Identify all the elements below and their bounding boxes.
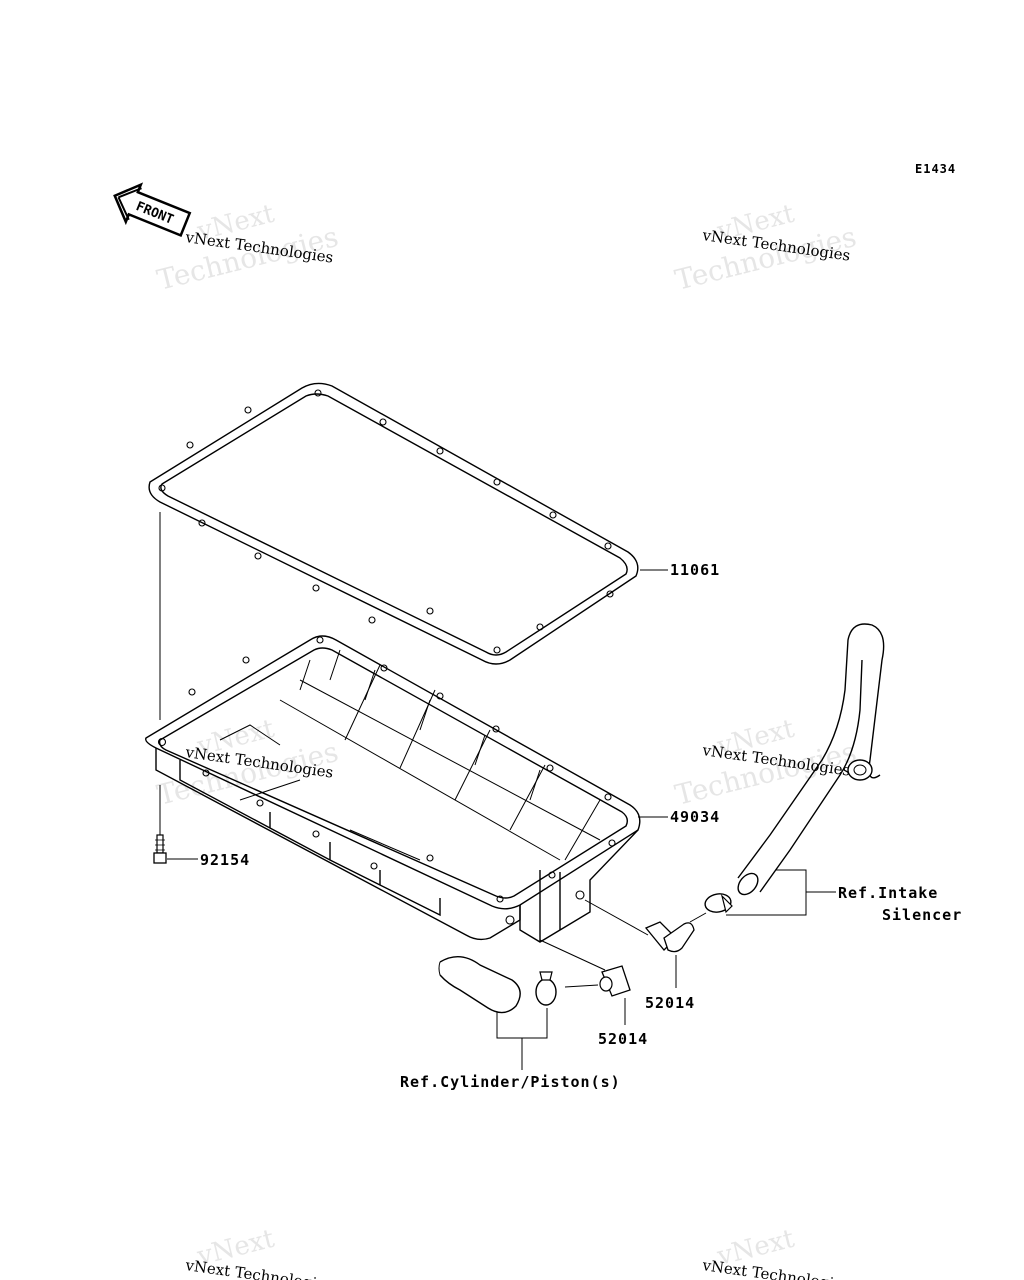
cylinder-hose-part[interactable] [438,956,521,1014]
cylinder-ref-bracket [496,1008,548,1070]
oil-pan-part[interactable] [145,635,668,943]
svg-text:vNext Technologies: vNext Technologies [700,1256,851,1280]
svg-text:vNext Technologies: vNext Technologies [183,1256,334,1280]
clamp-cylinder-part[interactable] [535,971,557,1006]
fitting-upper-part[interactable] [584,899,707,988]
bolt-part[interactable] [153,834,198,864]
part-number-oil-pan: 49034 [670,808,720,826]
intake-hose-part[interactable] [734,623,885,898]
clamp-intake-part[interactable] [704,892,733,914]
fitting-lower-part[interactable] [539,939,631,1025]
part-number-fitting-lower: 52014 [598,1030,648,1048]
gasket-part[interactable] [148,382,668,665]
part-number-bolt: 92154 [200,851,250,869]
intake-ref-bracket [726,869,836,916]
part-number-gasket: 11061 [670,561,720,579]
ref-cylinder: Ref.Cylinder/Piston(s) [400,1073,621,1091]
part-number-fitting-upper: 52014 [645,994,695,1012]
diagram-code: E1434 [915,162,956,176]
watermark-top-right: vNext Technologies vNext Technologies [672,199,860,297]
watermark-mid-right: vNext Technologies vNext Technologies [672,714,860,812]
ref-intake-line2: Silencer [882,906,962,924]
watermark-bottom-right: vNext vNext Technologies [700,1224,851,1280]
watermark-bottom-left: vNext vNext Technologies [183,1224,334,1280]
ref-intake-line1: Ref.Intake [838,884,938,902]
front-arrow-icon: FRONT [113,182,192,237]
